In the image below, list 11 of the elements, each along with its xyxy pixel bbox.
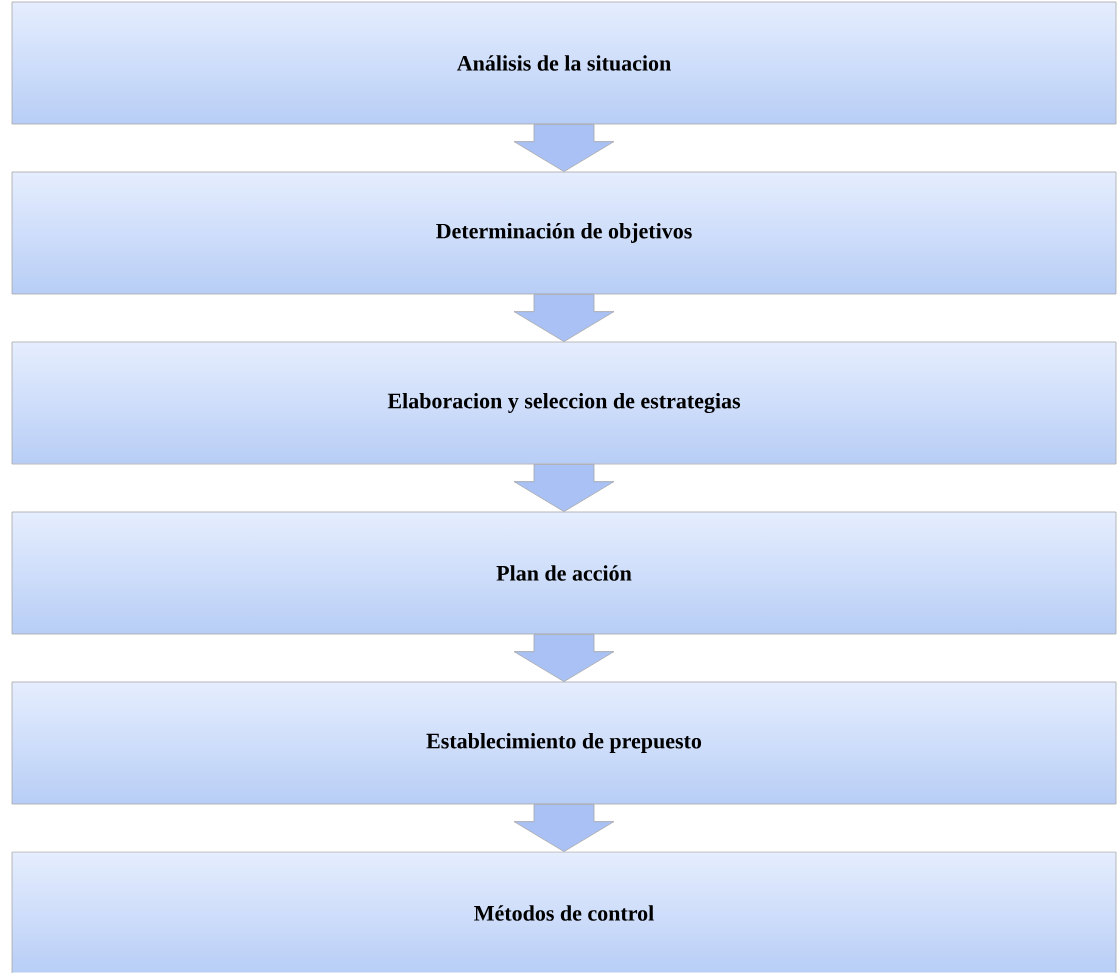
block-arrow: [513, 634, 615, 682]
block-arrow: [513, 294, 615, 342]
block-arrow: [513, 804, 615, 852]
process-box: Métodos de control: [11, 851, 1117, 973]
process-box: Análisis de la situacion: [11, 1, 1117, 125]
block-arrow: [513, 124, 615, 172]
process-box: Determinación de objetivos: [11, 171, 1117, 295]
block-arrow: [513, 464, 615, 512]
process-box: Establecimiento de prepuesto: [11, 681, 1117, 805]
process-box: Plan de acción: [11, 511, 1117, 635]
process-box: Elaboracion y seleccion de estrategias: [11, 341, 1117, 465]
